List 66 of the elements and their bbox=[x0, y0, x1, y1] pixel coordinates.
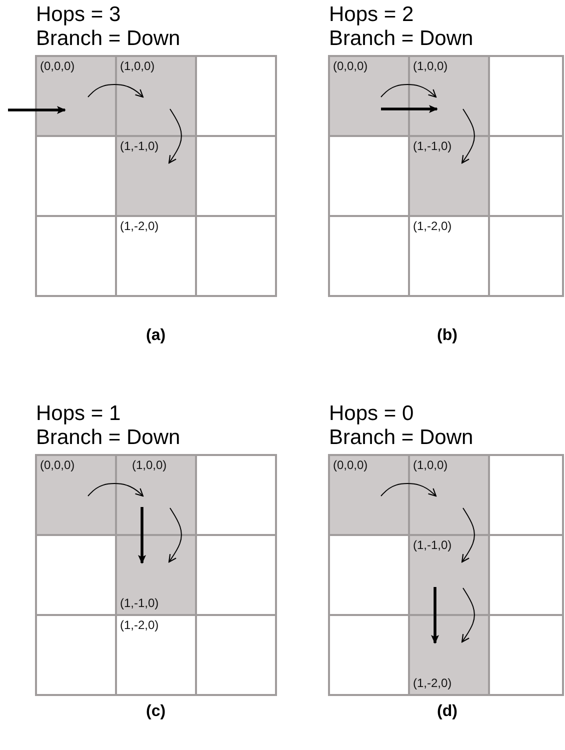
coordinate-label: (0,0,0) bbox=[40, 459, 75, 472]
panel-caption: (a) bbox=[146, 328, 166, 344]
grid-cell bbox=[488, 215, 564, 297]
arrow bbox=[431, 587, 439, 644]
panel-heading: Hops = 2 bbox=[329, 4, 414, 25]
grid-cell bbox=[408, 55, 490, 137]
curved-arrow bbox=[461, 108, 475, 164]
curved-arrow bbox=[168, 508, 182, 563]
grid-cell bbox=[115, 534, 197, 616]
coordinate-label: (0,0,0) bbox=[40, 60, 75, 73]
curved-arrow bbox=[88, 84, 144, 98]
coordinate-label: (1,-1,0) bbox=[413, 539, 452, 552]
curved-arrow bbox=[461, 508, 475, 563]
panel-heading: Hops = 3 bbox=[36, 4, 121, 25]
grid-cell bbox=[35, 454, 117, 536]
grid-cell bbox=[328, 215, 410, 297]
curved-arrow bbox=[380, 483, 437, 497]
panel-heading: Hops = 1 bbox=[36, 403, 121, 424]
grid-cell bbox=[488, 55, 564, 137]
panel-heading: Branch = Down bbox=[36, 28, 180, 49]
coordinate-label: (1,-2,0) bbox=[120, 220, 159, 233]
curved-arrow bbox=[168, 108, 182, 164]
grid-cell bbox=[195, 215, 277, 297]
arrow bbox=[381, 105, 438, 113]
grid-cell bbox=[115, 55, 197, 137]
coordinate-label: (1,0,0) bbox=[413, 459, 448, 472]
coordinate-label: (1,-2,0) bbox=[120, 619, 159, 632]
panel-caption: (c) bbox=[146, 704, 166, 720]
coordinate-label: (1,-2,0) bbox=[413, 220, 452, 233]
curved-arrow bbox=[461, 588, 475, 643]
coordinate-label: (1,-1,0) bbox=[120, 597, 159, 610]
grid-cell bbox=[488, 454, 564, 536]
panel-heading: Branch = Down bbox=[329, 28, 474, 49]
coordinate-label: (1,0,0) bbox=[120, 60, 155, 73]
grid-cell bbox=[408, 454, 490, 536]
curved-arrow bbox=[380, 84, 437, 98]
coordinate-label: (1,-1,0) bbox=[413, 140, 452, 153]
grid-cell bbox=[408, 135, 490, 217]
coordinate-label: (0,0,0) bbox=[333, 459, 368, 472]
grid-cell bbox=[195, 55, 277, 137]
panel-heading: Branch = Down bbox=[329, 427, 474, 448]
coordinate-label: (1,-1,0) bbox=[120, 140, 159, 153]
grid-cell bbox=[35, 55, 117, 137]
coordinate-label: (0,0,0) bbox=[333, 60, 368, 73]
grid-cell bbox=[115, 135, 197, 217]
curved-arrow bbox=[88, 483, 144, 497]
coordinate-label: (1,0,0) bbox=[132, 459, 167, 472]
arrow bbox=[8, 106, 66, 114]
grid-cell bbox=[488, 614, 564, 696]
grid-cell bbox=[408, 614, 490, 696]
grid-cell bbox=[408, 534, 490, 616]
panel-heading: Hops = 0 bbox=[329, 403, 414, 424]
coordinate-label: (1,0,0) bbox=[413, 60, 448, 73]
grid-cell bbox=[328, 614, 410, 696]
grid-cell bbox=[115, 454, 197, 536]
grid-cell bbox=[195, 454, 277, 536]
coordinate-label: (1,-2,0) bbox=[413, 677, 452, 690]
panel-caption: (d) bbox=[437, 704, 458, 720]
grid-cell bbox=[35, 614, 117, 696]
grid-cell bbox=[195, 614, 277, 696]
grid-cell bbox=[328, 454, 410, 536]
grid-cell bbox=[328, 55, 410, 137]
panel-caption: (b) bbox=[437, 328, 458, 344]
grid-cell bbox=[35, 215, 117, 297]
arrow bbox=[138, 507, 146, 564]
panel-heading: Branch = Down bbox=[36, 427, 180, 448]
